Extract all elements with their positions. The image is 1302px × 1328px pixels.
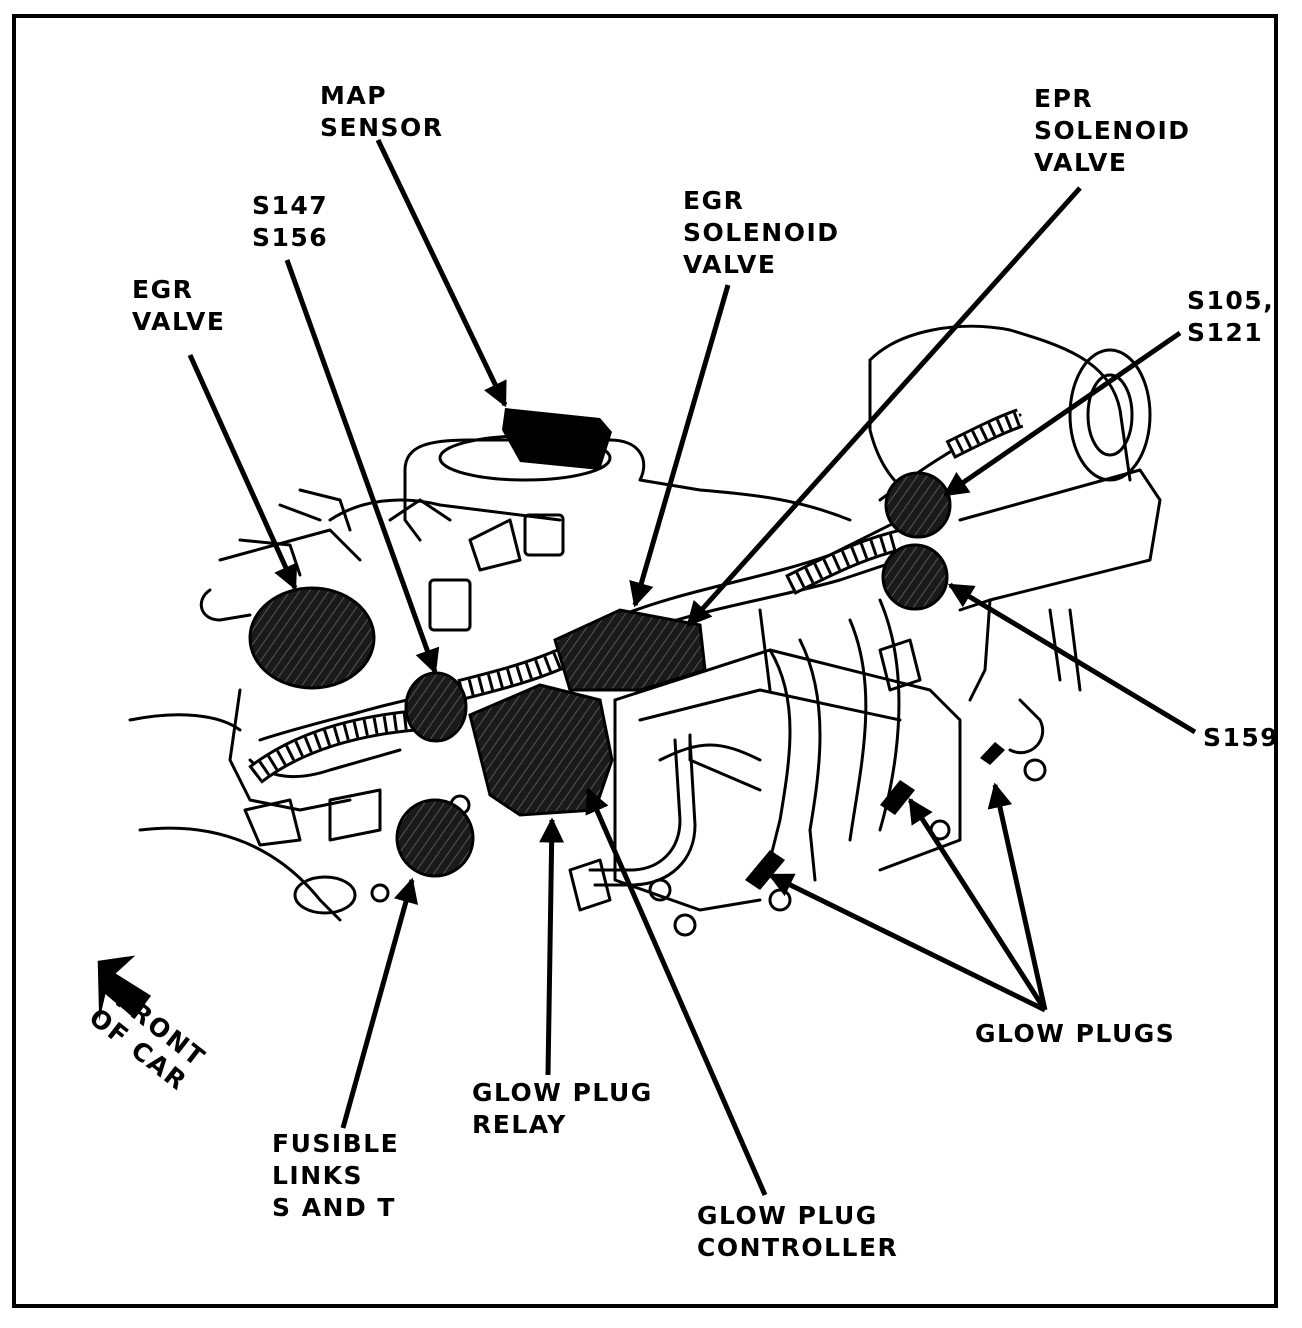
label-egr-solenoid-valve: EGR SOLENOID VALVE bbox=[683, 186, 840, 279]
glow-plug-2 bbox=[880, 780, 915, 815]
arrow-s147-s156 bbox=[284, 259, 440, 675]
label-glow-plug-controller: GLOW PLUG CONTROLLER bbox=[697, 1201, 899, 1262]
egr-valve-highlight bbox=[248, 586, 376, 690]
s147-s156-splice bbox=[404, 671, 468, 743]
arrow-s105-s121 bbox=[942, 330, 1182, 498]
map-sensor-body bbox=[502, 408, 612, 470]
glow-plug-3 bbox=[980, 742, 1005, 765]
arrow-map-sensor bbox=[375, 138, 508, 408]
arrow-glow-plug-controller bbox=[585, 787, 768, 1197]
label-s105-s121: S105, S121 bbox=[1187, 286, 1275, 347]
label-epr-solenoid-valve: EPR SOLENOID VALVE bbox=[1034, 84, 1191, 177]
label-s159: S159 bbox=[1203, 723, 1280, 752]
label-glow-plug-relay: GLOW PLUG RELAY bbox=[472, 1078, 653, 1139]
label-fusible-links: FUSIBLE LINKS S AND T bbox=[272, 1129, 400, 1222]
s159-splice bbox=[881, 543, 949, 611]
arrow-egr-solenoid bbox=[629, 284, 731, 608]
highlighted-components bbox=[248, 408, 1005, 890]
label-map-sensor: MAP SENSOR bbox=[320, 81, 444, 142]
arrow-glow-plug-b bbox=[907, 797, 1048, 1012]
front-of-car-arrow-icon bbox=[97, 955, 152, 1022]
s105-s121-splice bbox=[884, 471, 952, 539]
ribbed-hoses bbox=[248, 408, 1024, 784]
label-egr-valve: EGR VALVE bbox=[132, 275, 226, 336]
glow-plug-relay-highlight bbox=[468, 683, 614, 817]
arrow-s159 bbox=[947, 582, 1197, 735]
leader-arrows bbox=[187, 138, 1197, 1197]
egr-solenoid-highlight bbox=[553, 608, 707, 692]
label-s147-s156: S147 S156 bbox=[252, 191, 329, 252]
arrow-glow-plug-a bbox=[767, 872, 1047, 1013]
fusible-links-splice bbox=[395, 798, 475, 878]
arrow-fusible-links bbox=[340, 877, 419, 1129]
arrow-glow-plug-relay bbox=[539, 817, 565, 1076]
label-glow-plugs: GLOW PLUGS bbox=[975, 1019, 1176, 1048]
glow-plug-1 bbox=[745, 850, 785, 890]
arrow-egr-valve bbox=[187, 353, 298, 591]
arrow-glow-plug-c bbox=[987, 782, 1048, 1011]
arrow-epr-solenoid bbox=[686, 186, 1082, 627]
